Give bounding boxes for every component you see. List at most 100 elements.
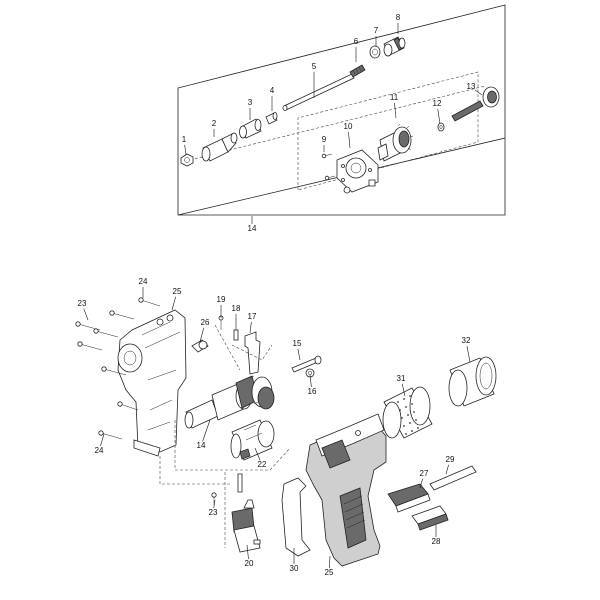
callout-16: 16 [308, 374, 317, 396]
callout-28: 28 [432, 525, 441, 546]
callout-number: 14 [197, 441, 206, 450]
part-19-pin [218, 315, 224, 330]
callout-25: 25 [171, 287, 182, 311]
part-29-strip [429, 465, 477, 491]
assembly-axis-line [189, 85, 486, 161]
callout-number: 23 [209, 508, 218, 517]
callout-number: 15 [293, 339, 302, 348]
callout-number: 14 [248, 224, 257, 233]
callout-26: 26 [199, 318, 210, 343]
callout-27: 27 [420, 469, 429, 489]
callout-7: 7 [374, 26, 379, 47]
callout-24: 24 [139, 277, 148, 298]
part-13-bit-holder [451, 86, 500, 122]
callout-number: 26 [201, 318, 210, 327]
callout-32: 32 [462, 336, 471, 363]
callout-number: 29 [446, 455, 455, 464]
callout-2: 2 [212, 119, 217, 137]
inner-subassembly-outline [297, 71, 479, 191]
callout-number: 17 [248, 312, 257, 321]
part-3-bushing [239, 118, 262, 139]
callout-13: 13 [467, 82, 483, 96]
callout-number: 18 [232, 304, 241, 313]
callout-leader-line [184, 144, 187, 156]
callout-6: 6 [354, 37, 359, 62]
upper-assembly-frame [177, 4, 506, 216]
callout-14: 14 [248, 216, 257, 233]
callout-number: 16 [308, 387, 317, 396]
callout-4: 4 [270, 86, 275, 111]
callout-number: 5 [312, 62, 317, 71]
callout-23: 23 [209, 499, 218, 517]
callout-1: 1 [182, 135, 187, 156]
callout-number: 13 [467, 82, 476, 91]
callout-number: 9 [322, 135, 327, 144]
callout-number: 24 [95, 446, 104, 455]
callout-24: 24 [95, 433, 105, 455]
part-18-pin [233, 329, 239, 341]
callout-number: 11 [390, 93, 399, 102]
callout-18: 18 [232, 304, 241, 330]
callout-leader-line [83, 308, 89, 321]
knurl-dots [397, 395, 419, 435]
callout-leader-line [474, 89, 483, 96]
callout-25: 25 [325, 555, 334, 577]
callout-30: 30 [290, 548, 299, 573]
callout-leader-line [254, 447, 261, 461]
callout-leader-line [401, 383, 406, 397]
part-7-washer [369, 45, 381, 59]
callout-number: 20 [245, 559, 254, 568]
callout-layer: 1234567891011121314141516171819202223232… [78, 13, 483, 577]
callout-20: 20 [245, 544, 254, 568]
callout-leader-line [246, 544, 249, 560]
callout-leader-line [328, 555, 331, 569]
callout-12: 12 [433, 99, 442, 125]
callout-number: 31 [397, 374, 406, 383]
part-32-ring [448, 356, 497, 407]
callout-leader-line [202, 419, 211, 442]
part-30-handle-cover [281, 477, 311, 557]
callout-19: 19 [217, 295, 226, 318]
part-27-plate [387, 483, 431, 513]
callout-leader-line [171, 296, 176, 311]
callout-17: 17 [248, 312, 257, 334]
callout-leader-line [199, 327, 205, 343]
callout-number: 32 [462, 336, 471, 345]
callout-number: 4 [270, 86, 275, 95]
part-8-end-fitting [383, 36, 406, 57]
callout-leader-line [100, 433, 105, 447]
callout-leader-line [466, 345, 471, 363]
callout-number: 8 [396, 13, 401, 22]
callout-22: 22 [254, 447, 267, 469]
part-17-bracket [244, 331, 261, 375]
guide-lines-switch [214, 324, 273, 371]
part-22-motor [230, 419, 275, 461]
callout-leader-line [445, 464, 449, 475]
part-14-drive-assembly [184, 375, 275, 429]
part-23-24-screws-left [75, 297, 161, 440]
part-23-screw-lower [211, 492, 217, 505]
part-6-spring [349, 64, 366, 78]
callout-leader-line [297, 348, 301, 361]
callout-number: 30 [290, 564, 299, 573]
callout-number: 28 [432, 537, 441, 546]
callout-number: 23 [78, 299, 87, 308]
callout-number: 10 [344, 122, 353, 131]
part-31-knurled-sleeve [382, 386, 433, 439]
part-2-sleeve [201, 132, 238, 162]
callout-8: 8 [396, 13, 401, 34]
guide-lines-motor [159, 420, 291, 548]
part-4-collar [265, 112, 278, 125]
callout-number: 27 [420, 469, 429, 478]
part-28-clip [411, 505, 449, 531]
callout-number: 25 [325, 568, 334, 577]
part-pin-cylinder [237, 473, 243, 493]
callout-31: 31 [397, 374, 406, 397]
callout-number: 19 [217, 295, 226, 304]
callout-15: 15 [293, 339, 302, 361]
callout-leader-line [309, 374, 312, 388]
callout-leader-line [437, 108, 441, 125]
callout-number: 1 [182, 135, 187, 144]
callout-9: 9 [322, 135, 327, 152]
